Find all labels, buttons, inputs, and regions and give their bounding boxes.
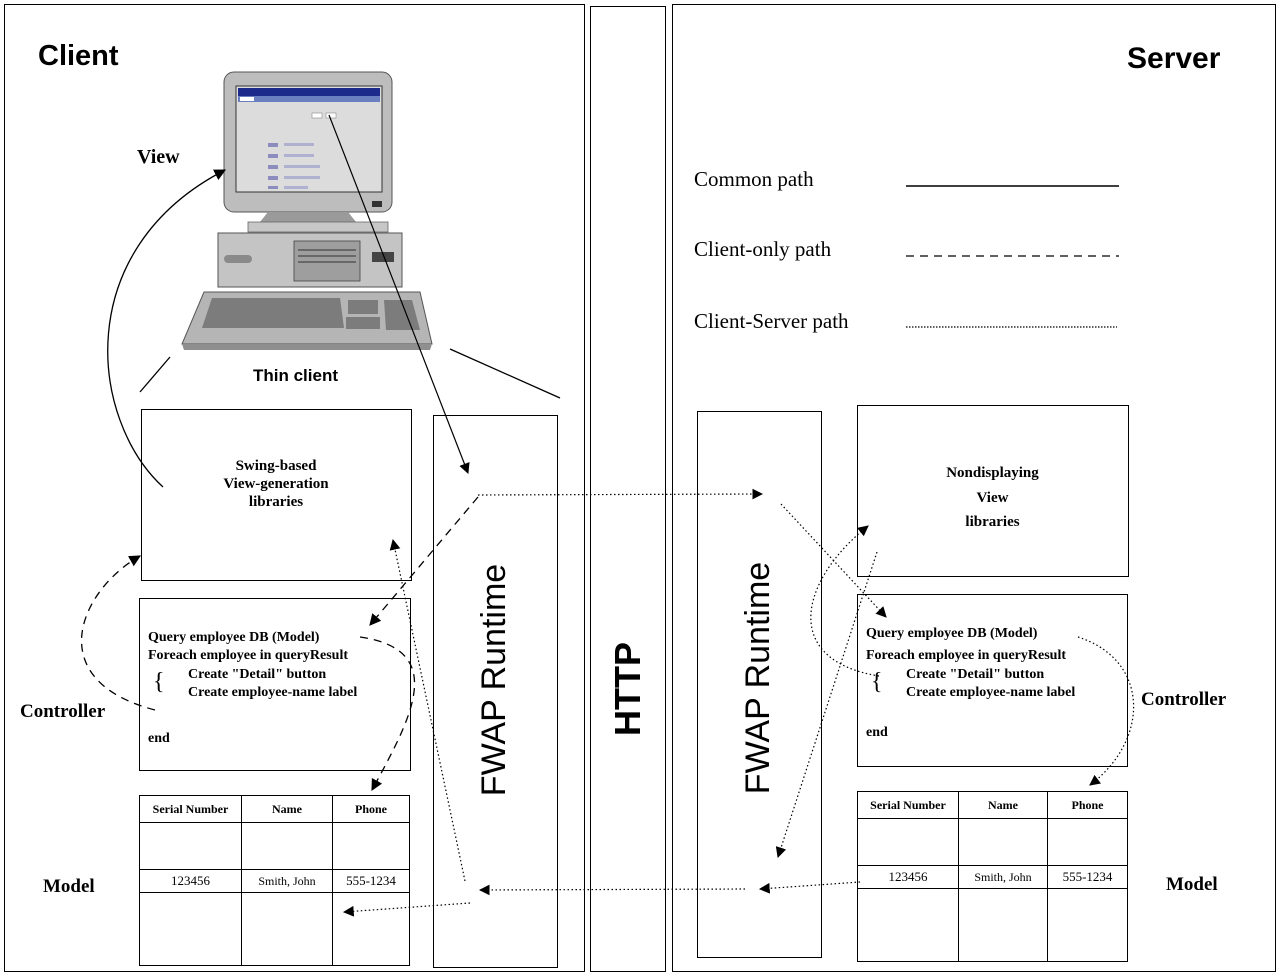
arrow-server-lib-to-runtime xyxy=(775,551,878,859)
table-header: Name xyxy=(958,791,1048,819)
table-cell xyxy=(1047,888,1128,962)
server-code-line-3: Create "Detail" button xyxy=(906,667,1045,682)
arrow-client-runtime-to-model xyxy=(342,902,471,917)
client-code-line-1: Query employee DB (Model) xyxy=(148,630,320,645)
client-view-libraries-box: Swing-based View-generation libraries xyxy=(141,409,412,581)
table-row: 123456 Smith, John 555-1234 xyxy=(139,869,410,893)
server-model-label: Model xyxy=(1166,874,1218,895)
arrow-server-model-to-runtime xyxy=(758,881,861,894)
table-header: Serial Number xyxy=(139,795,242,823)
table-cell: 123456 xyxy=(857,865,959,889)
view-label: View xyxy=(137,146,180,168)
perspective-line-left xyxy=(139,356,171,393)
table-row xyxy=(857,888,1128,962)
client-title: Client xyxy=(38,40,119,72)
legend-client-only-path: Client-only path xyxy=(694,237,832,261)
table-cell: 123456 xyxy=(139,869,242,893)
client-controller-box: Query employee DB (Model) Foreach employ… xyxy=(139,598,411,771)
table-cell xyxy=(1047,818,1128,866)
client-code-line-3: Create "Detail" button xyxy=(188,667,327,682)
arrow-runtime-to-controller xyxy=(369,496,479,626)
perspective-line-right xyxy=(449,348,561,399)
table-row xyxy=(139,892,410,966)
server-model-table: Serial Number Name Phone 123456 Smith, J… xyxy=(857,791,1128,962)
server-title: Server xyxy=(1127,42,1221,75)
server-lib-line-3: libraries xyxy=(965,514,1020,530)
thin-client-label: Thin client xyxy=(253,366,338,385)
server-controller-label: Controller xyxy=(1141,689,1227,710)
table-row xyxy=(857,818,1128,866)
arrow-server-query-to-model xyxy=(1077,636,1135,786)
table-header: Phone xyxy=(332,795,410,823)
server-controller-box: Query employee DB (Model) Foreach employ… xyxy=(857,594,1128,767)
table-header: Phone xyxy=(1047,791,1128,819)
table-cell xyxy=(139,892,242,966)
table-cell xyxy=(857,818,959,866)
client-lib-line-2: View-generation xyxy=(223,476,329,492)
table-cell xyxy=(958,888,1048,962)
client-model-label: Model xyxy=(43,876,95,897)
client-code-line-2: Foreach employee in queryResult xyxy=(148,648,348,663)
table-cell: 555-1234 xyxy=(332,869,410,893)
arrow-query-to-model xyxy=(359,636,416,792)
table-cell: Smith, John xyxy=(241,869,333,893)
server-code-line-2: Foreach employee in queryResult xyxy=(866,648,1066,663)
server-code-brace: { xyxy=(871,669,883,695)
http-panel xyxy=(590,6,666,972)
client-code-line-5: end xyxy=(148,731,170,746)
arrow-server-controller-to-lib xyxy=(810,525,880,677)
table-cell xyxy=(332,892,410,966)
table-cell xyxy=(241,892,333,966)
client-code-line-4: Create employee-name label xyxy=(188,685,358,700)
arrow-server-runtime-to-client-runtime xyxy=(478,884,746,896)
arrow-client-runtime-to-server-runtime xyxy=(477,488,764,500)
table-row: 123456 Smith, John 555-1234 xyxy=(857,865,1128,889)
arrow-client-runtime-to-lib xyxy=(389,538,466,882)
table-row xyxy=(139,822,410,870)
server-lib-line-1: Nondisplaying xyxy=(946,465,1039,481)
table-cell xyxy=(857,888,959,962)
server-code-line-4: Create employee-name label xyxy=(906,685,1076,700)
server-runtime-box: FWAP Runtime xyxy=(697,411,822,958)
client-runtime-box: FWAP Runtime xyxy=(433,415,558,968)
client-model-table: Serial Number Name Phone 123456 Smith, J… xyxy=(139,795,410,966)
legend-client-server-path: Client-Server path xyxy=(694,309,849,333)
client-code-brace: { xyxy=(153,669,165,695)
server-view-libraries-box: Nondisplaying View libraries xyxy=(857,405,1129,577)
arrow-lib-to-view xyxy=(107,169,227,488)
client-lib-line-3: libraries xyxy=(248,494,304,510)
server-code-line-1: Query employee DB (Model) xyxy=(866,626,1038,641)
thin-client-computer-icon xyxy=(181,71,433,350)
table-cell xyxy=(139,822,242,870)
table-header-row: Serial Number Name Phone xyxy=(857,791,1128,819)
client-lib-line-1: Swing-based xyxy=(235,458,317,474)
client-controller-label: Controller xyxy=(20,701,106,722)
legend-common-path: Common path xyxy=(694,167,814,191)
arrow-controller-to-lib xyxy=(80,555,156,711)
table-cell xyxy=(958,818,1048,866)
server-lib-line-2: View xyxy=(976,490,1009,506)
arrow-screen-to-runtime xyxy=(328,114,470,475)
server-code-line-5: end xyxy=(866,725,888,740)
